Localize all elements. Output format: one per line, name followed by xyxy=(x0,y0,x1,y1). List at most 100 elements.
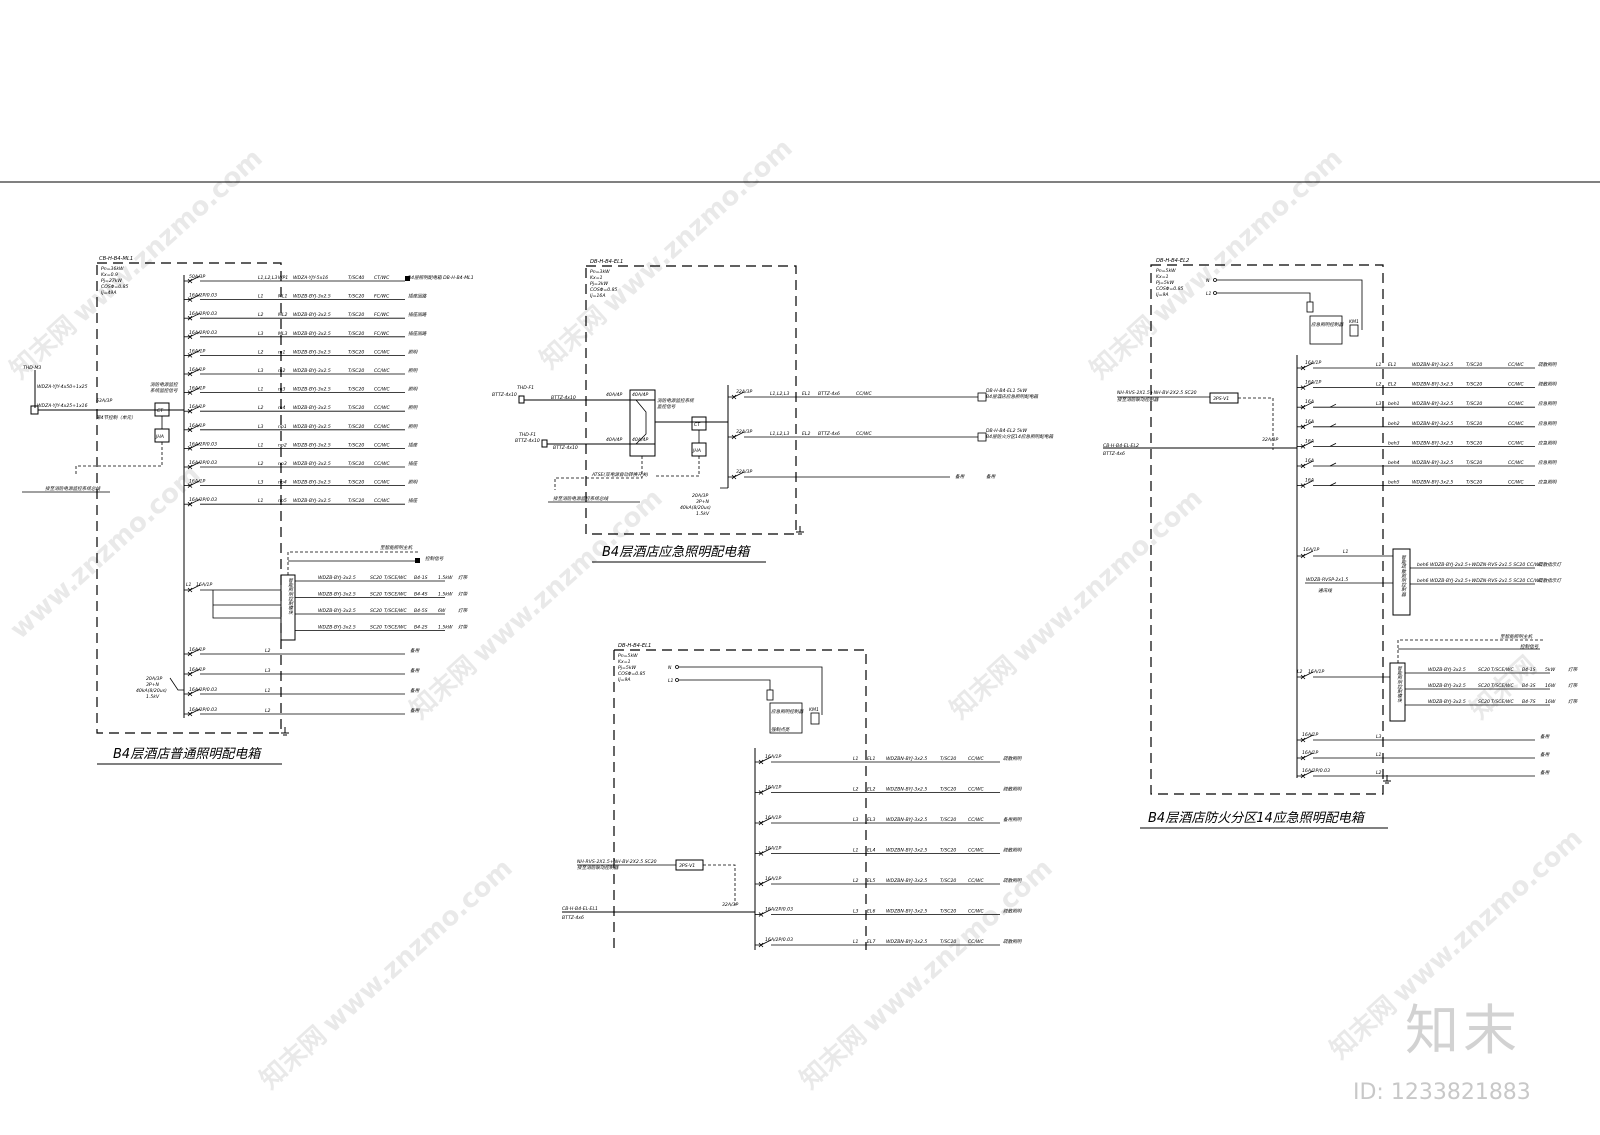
panel-a-source: THD-M3 xyxy=(23,365,41,371)
breaker-label: 16A/1P xyxy=(1302,732,1318,738)
breaker-label: 16A/2P/0.03 xyxy=(189,330,217,336)
fuse-icon xyxy=(766,689,774,701)
circuit-code: np5 xyxy=(278,498,287,504)
panel-c-fire-in2: 接至消防联动控制器 xyxy=(577,865,619,871)
fuse-icon xyxy=(1306,301,1314,313)
panel-b-param: Ij=16A xyxy=(590,293,605,299)
phase-label: L2 xyxy=(1376,770,1382,776)
breaker-cross-icon xyxy=(187,390,193,395)
panel-a-param: Pj=27kW xyxy=(101,278,122,284)
watermark-text: 知末网www.znzmo.com xyxy=(945,483,1209,725)
circuit-code: np1 xyxy=(278,424,287,430)
spd-label: 40kA(8/20us) xyxy=(680,505,711,511)
wire xyxy=(1217,292,1311,302)
breaker-icon xyxy=(733,471,745,478)
use-label: 照明 xyxy=(408,387,419,393)
panel-b-in2-cable: BTTZ-4x10 xyxy=(553,445,578,451)
watermark-text: 知末网www.znzmo.com xyxy=(5,143,269,385)
circuit-code: ML2 xyxy=(278,312,288,318)
circuit-code: B4-7S xyxy=(1522,699,1536,705)
cable-label: WDZBN-BYJ-3x2.5 xyxy=(1412,362,1453,368)
cable-label: WDZB-BYJ-3x2.5 xyxy=(1428,683,1466,689)
breaker-icon xyxy=(189,331,201,338)
breaker-icon xyxy=(733,391,745,398)
use-label: 备用 xyxy=(1540,752,1550,758)
breaker-icon xyxy=(1302,770,1314,777)
panel-a-spd: 20A/3P 3P+N 40kA(8/20us) 1.5kV xyxy=(136,676,184,700)
brand-logo: 知末 xyxy=(1405,999,1521,1062)
breaker-label: 16A/1P xyxy=(1302,750,1318,756)
pipe-label: T/SC20 xyxy=(940,848,956,854)
phase-label: L1 xyxy=(1343,549,1349,555)
breaker-icon xyxy=(189,461,201,468)
install-label: CC/WC xyxy=(1508,362,1525,368)
panel-d-enclosure xyxy=(1150,264,1384,795)
circuit-code: np4 xyxy=(278,480,287,486)
install-label: CC/WC xyxy=(1508,382,1525,388)
smart-module-label: 智能照明控制模块 xyxy=(1396,666,1402,703)
cable-label: WDZBN-BYJ-3x2.5 xyxy=(1412,480,1453,486)
smart-ctrl-box xyxy=(1392,548,1411,616)
circuit-code: m2 xyxy=(278,368,285,374)
cable-label: WDZBN-BYJ-3x2.5 xyxy=(886,939,927,945)
cable-label: WDZB-BYJ-3x2.5 xyxy=(293,349,331,355)
cable-label: WDZBN-BYJ-3x2.5 xyxy=(1412,421,1453,427)
cable-label: WDZB-BYJ-3x2.5 xyxy=(293,405,331,411)
terminal-icon xyxy=(415,558,420,563)
breaker-cross-icon xyxy=(1300,674,1306,680)
cable-label: WDZBN-BYJ-3x2.5 xyxy=(1412,382,1453,388)
panel-c-feed: CB-H-B4-EL-EL1 xyxy=(562,906,598,912)
phase-label: L3 xyxy=(258,424,264,430)
cable-label: WDZBN-BYJ-3x2.5 xyxy=(886,756,927,762)
circuit-code: EL3 xyxy=(867,817,875,823)
pipe-label: T/SC40 xyxy=(348,275,364,281)
jha-label: JHA xyxy=(692,448,701,454)
circuit-code: beh1 xyxy=(1388,401,1400,407)
use-label: B4层照明配电箱 DB-H-B4-ML1 xyxy=(408,275,474,281)
install-label: CC/WC xyxy=(968,878,985,884)
spd-label: 1.5kV xyxy=(146,694,160,700)
contact-icon xyxy=(1329,443,1337,447)
install-label: FC/WC xyxy=(374,294,390,300)
wire xyxy=(679,666,823,715)
panel-b-monitor2: 监控信号 xyxy=(657,404,676,410)
phase-label: L1 xyxy=(265,688,271,694)
breaker-label: 16A/1P xyxy=(765,754,781,760)
signal-wire xyxy=(554,456,643,490)
pipe-label: T/SC20 xyxy=(940,817,956,823)
use-label: 插座回路 xyxy=(408,294,427,300)
breaker-label: 16A xyxy=(1305,399,1314,405)
terminal-icon xyxy=(675,665,679,669)
pipe-label: T/SC20 xyxy=(348,312,364,318)
power-label: 1.5kW xyxy=(438,575,453,581)
panel-d-feed-cable: BTTZ-4x6 xyxy=(1103,451,1125,457)
breaker-cross-icon xyxy=(187,446,193,451)
phase-label: L1 xyxy=(186,582,192,588)
panel-c-enclosure xyxy=(614,649,867,950)
breaker-icon xyxy=(189,498,201,505)
install-label: FC/WC xyxy=(374,312,390,318)
panel-b-breaker1: 40A/4P xyxy=(606,392,622,398)
phase-label: L1 xyxy=(258,442,264,448)
terminal-icon xyxy=(1213,291,1217,295)
breaker-icon xyxy=(1302,362,1314,369)
cable-label: WDZB-BYJ-3x2.5 xyxy=(318,592,356,598)
pipe-label: T/SC20 xyxy=(1466,421,1482,427)
breaker-label: 16A/2P/0.03 xyxy=(189,441,217,447)
wire xyxy=(212,590,281,619)
breaker-label: 16A/1P xyxy=(1303,547,1319,553)
pipe-label: T/SC20 xyxy=(1466,362,1482,368)
circuit-code: beh5 xyxy=(1388,480,1400,486)
wire xyxy=(679,679,771,690)
signal-wire xyxy=(1397,639,1545,663)
breaker-label: 16A/1P xyxy=(189,404,205,410)
install-label: CC/WC xyxy=(1508,460,1525,466)
install-label: CC/WC xyxy=(374,405,391,411)
breaker-label: 16A xyxy=(1305,478,1314,484)
cable-label: WDZB-BYJ-3x2.5 xyxy=(1428,667,1466,673)
phase-label: L2 xyxy=(258,312,264,318)
signal-wire xyxy=(75,442,163,474)
